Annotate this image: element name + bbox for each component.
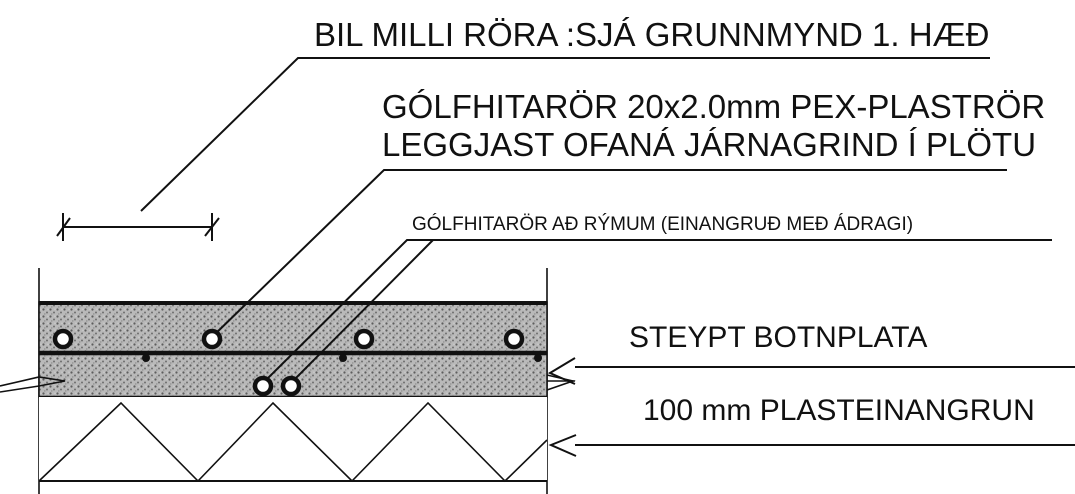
spacing-leader-line [140,57,990,212]
room-pipe-circle [280,375,302,397]
insulation-arrowhead-icon [548,434,577,457]
rooms-pipe-leader-line [262,239,1052,384]
pipe-leader-line [210,169,1007,339]
pipe-label-line-2: LEGGJAST OFANÁ JÁRNAGRIND Í PLÖTU [382,126,1037,163]
heating-pipe-circle [503,328,525,350]
rebar-dot [142,354,150,362]
right-edge-arrow-icon [546,374,576,391]
heating-pipe-circle [353,328,375,350]
room-pipe-circle [252,375,274,397]
left-edge-arrow-icon [0,376,66,387]
rebar-dot [534,354,542,362]
heating-pipe-circle [201,328,223,350]
rebar-dot [339,354,347,362]
rooms-pipe-label: GÓLFHITARÖR AÐ RÝMUM (EINANGRUÐ MEÐ ÁDRA… [412,214,914,235]
pipe-label-line-1: GÓLFHITARÖR 20x2.0mm PEX-PLASTRÖR [382,88,1046,125]
dimension-slash-left [56,217,71,237]
heating-pipe-circle [52,328,74,350]
dimension-slash-right [204,217,220,237]
insulation-label: 100 mm PLASTEINANGRUN [643,394,1035,427]
insulation-layer [39,397,547,481]
insulation-zigzag-hatch [38,401,548,483]
rooms-pipe-leader-line-2 [290,239,434,384]
slab-label: STEYPT BOTNPLATA [629,321,928,354]
spacing-label: BIL MILLI RÖRA :SJÁ GRUNNMYND 1. HÆÐ [314,16,990,53]
left-edge-arrow-icon [0,385,40,393]
